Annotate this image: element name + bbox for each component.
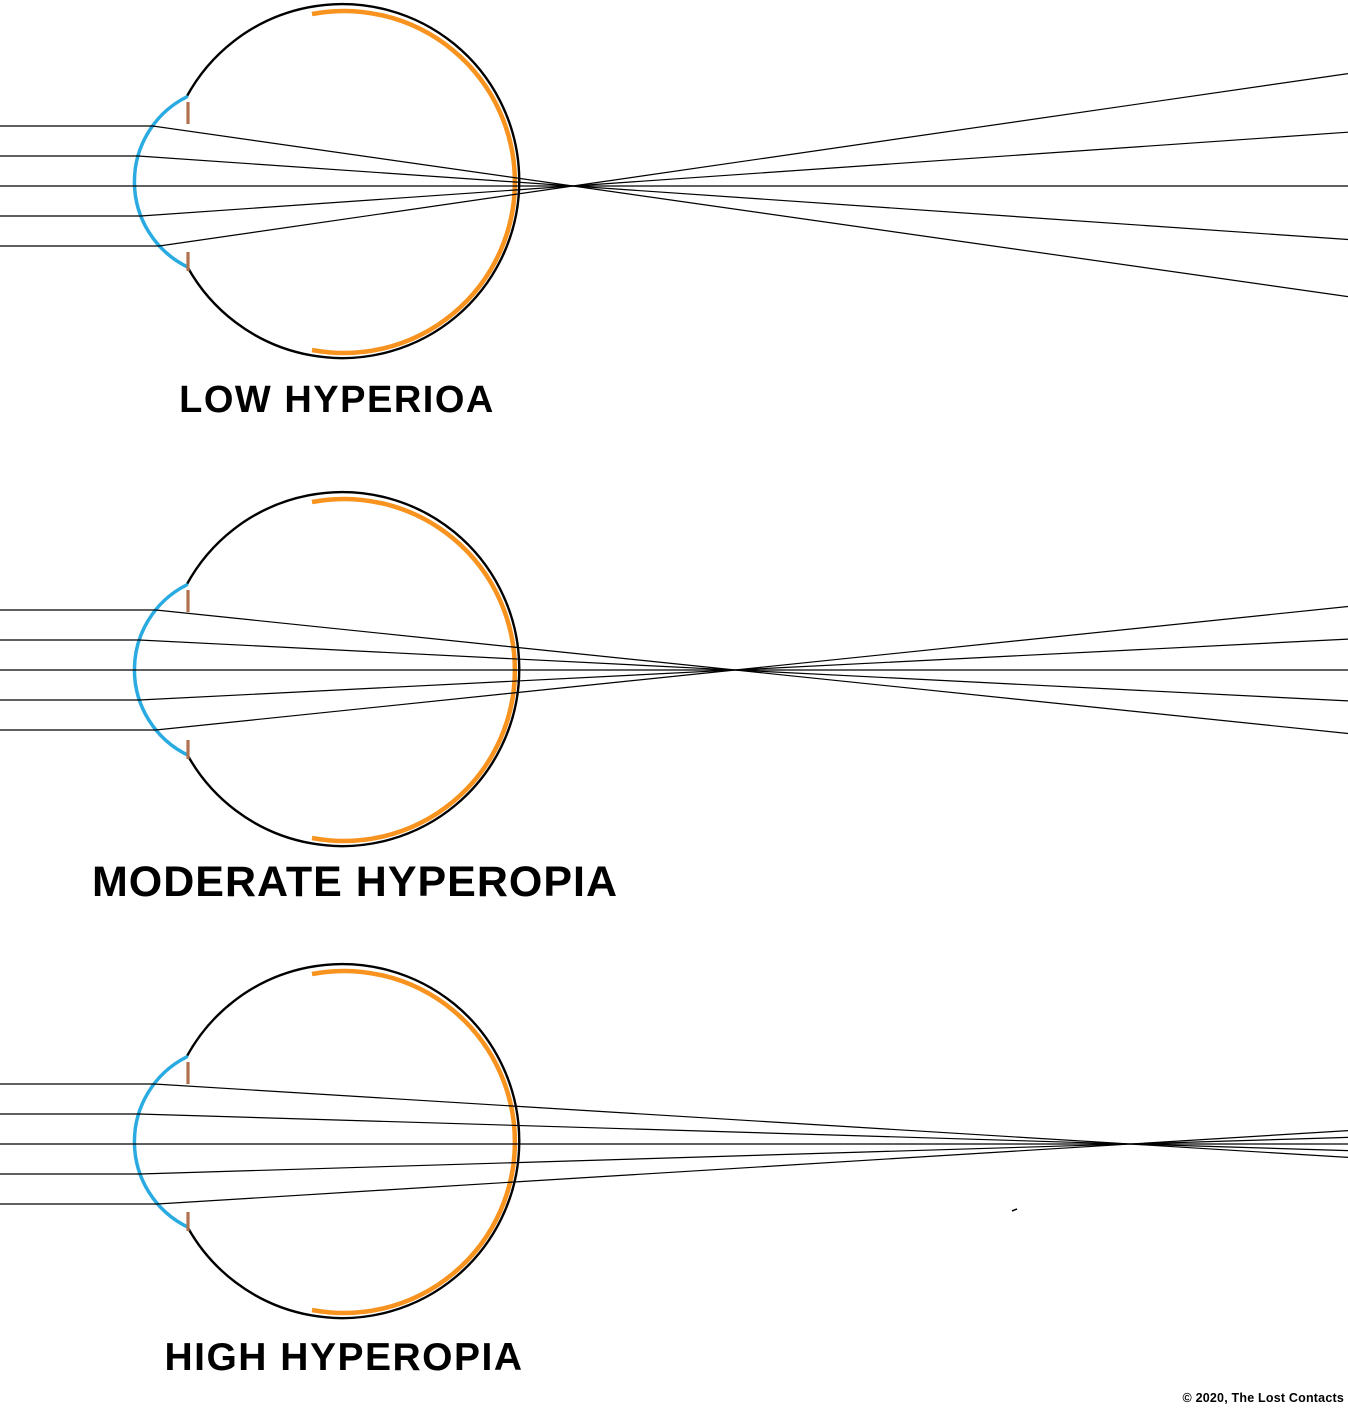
light-ray-2 bbox=[0, 155, 1348, 241]
light-ray-5 bbox=[0, 1130, 1348, 1205]
high-hyperopia-diagram bbox=[0, 962, 1348, 1320]
eyeball-outline bbox=[185, 962, 521, 1320]
light-ray-4 bbox=[0, 131, 1348, 217]
light-ray-2 bbox=[0, 639, 1348, 702]
eyeball-outline bbox=[185, 2, 521, 360]
light-ray-5 bbox=[0, 73, 1348, 247]
diagram-label-high-hyperopia: HIGH HYPEROPIA bbox=[164, 1336, 524, 1379]
light-ray-4 bbox=[0, 1136, 1348, 1175]
moderate-hyperopia-diagram bbox=[0, 490, 1348, 848]
light-ray-1 bbox=[0, 125, 1348, 298]
light-ray-5 bbox=[0, 605, 1348, 731]
stray-mark bbox=[1011, 1208, 1018, 1212]
diagram-label-low-hyperopia: LOW HYPERIOA bbox=[179, 379, 495, 421]
cornea-arc bbox=[132, 1055, 190, 1229]
copyright-text: © 2020, The Lost Contacts bbox=[1182, 1391, 1344, 1405]
cornea-arc bbox=[132, 95, 190, 269]
eyeball-outline bbox=[185, 490, 521, 848]
retina-arc bbox=[311, 8, 518, 356]
light-ray-1 bbox=[0, 1083, 1348, 1158]
light-ray-1 bbox=[0, 609, 1348, 735]
light-ray-4 bbox=[0, 638, 1348, 701]
low-hyperopia-diagram bbox=[0, 2, 1348, 360]
retina-arc bbox=[311, 968, 518, 1316]
light-ray-2 bbox=[0, 1113, 1348, 1152]
diagram-label-moderate-hyperopia: MODERATE HYPEROPIA bbox=[91, 858, 619, 906]
